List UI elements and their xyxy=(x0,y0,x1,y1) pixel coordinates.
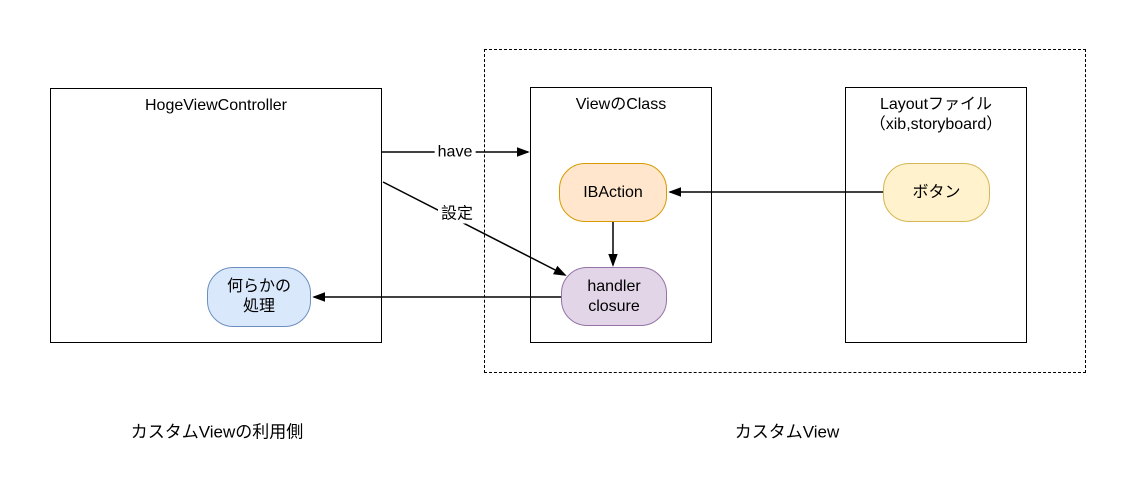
view-class-title: ViewのClass xyxy=(575,96,667,113)
some-processing-node: 何らかの 処理 xyxy=(207,267,311,327)
ibaction-node: IBAction xyxy=(559,163,667,222)
edge-label-have: have xyxy=(434,142,476,162)
hoge-view-controller-title: HogeViewController xyxy=(145,97,287,114)
edge-label-configure: 設定 xyxy=(437,204,477,224)
handler-closure-node: handler closure xyxy=(561,267,667,326)
button-node: ボタン xyxy=(883,163,990,222)
layout-file-title: Layoutファイル （xib,storyboard） xyxy=(869,96,1003,133)
caption-custom-view: カスタムView xyxy=(734,422,840,442)
caption-custom-view-user-side: カスタムViewの利用側 xyxy=(130,422,304,442)
